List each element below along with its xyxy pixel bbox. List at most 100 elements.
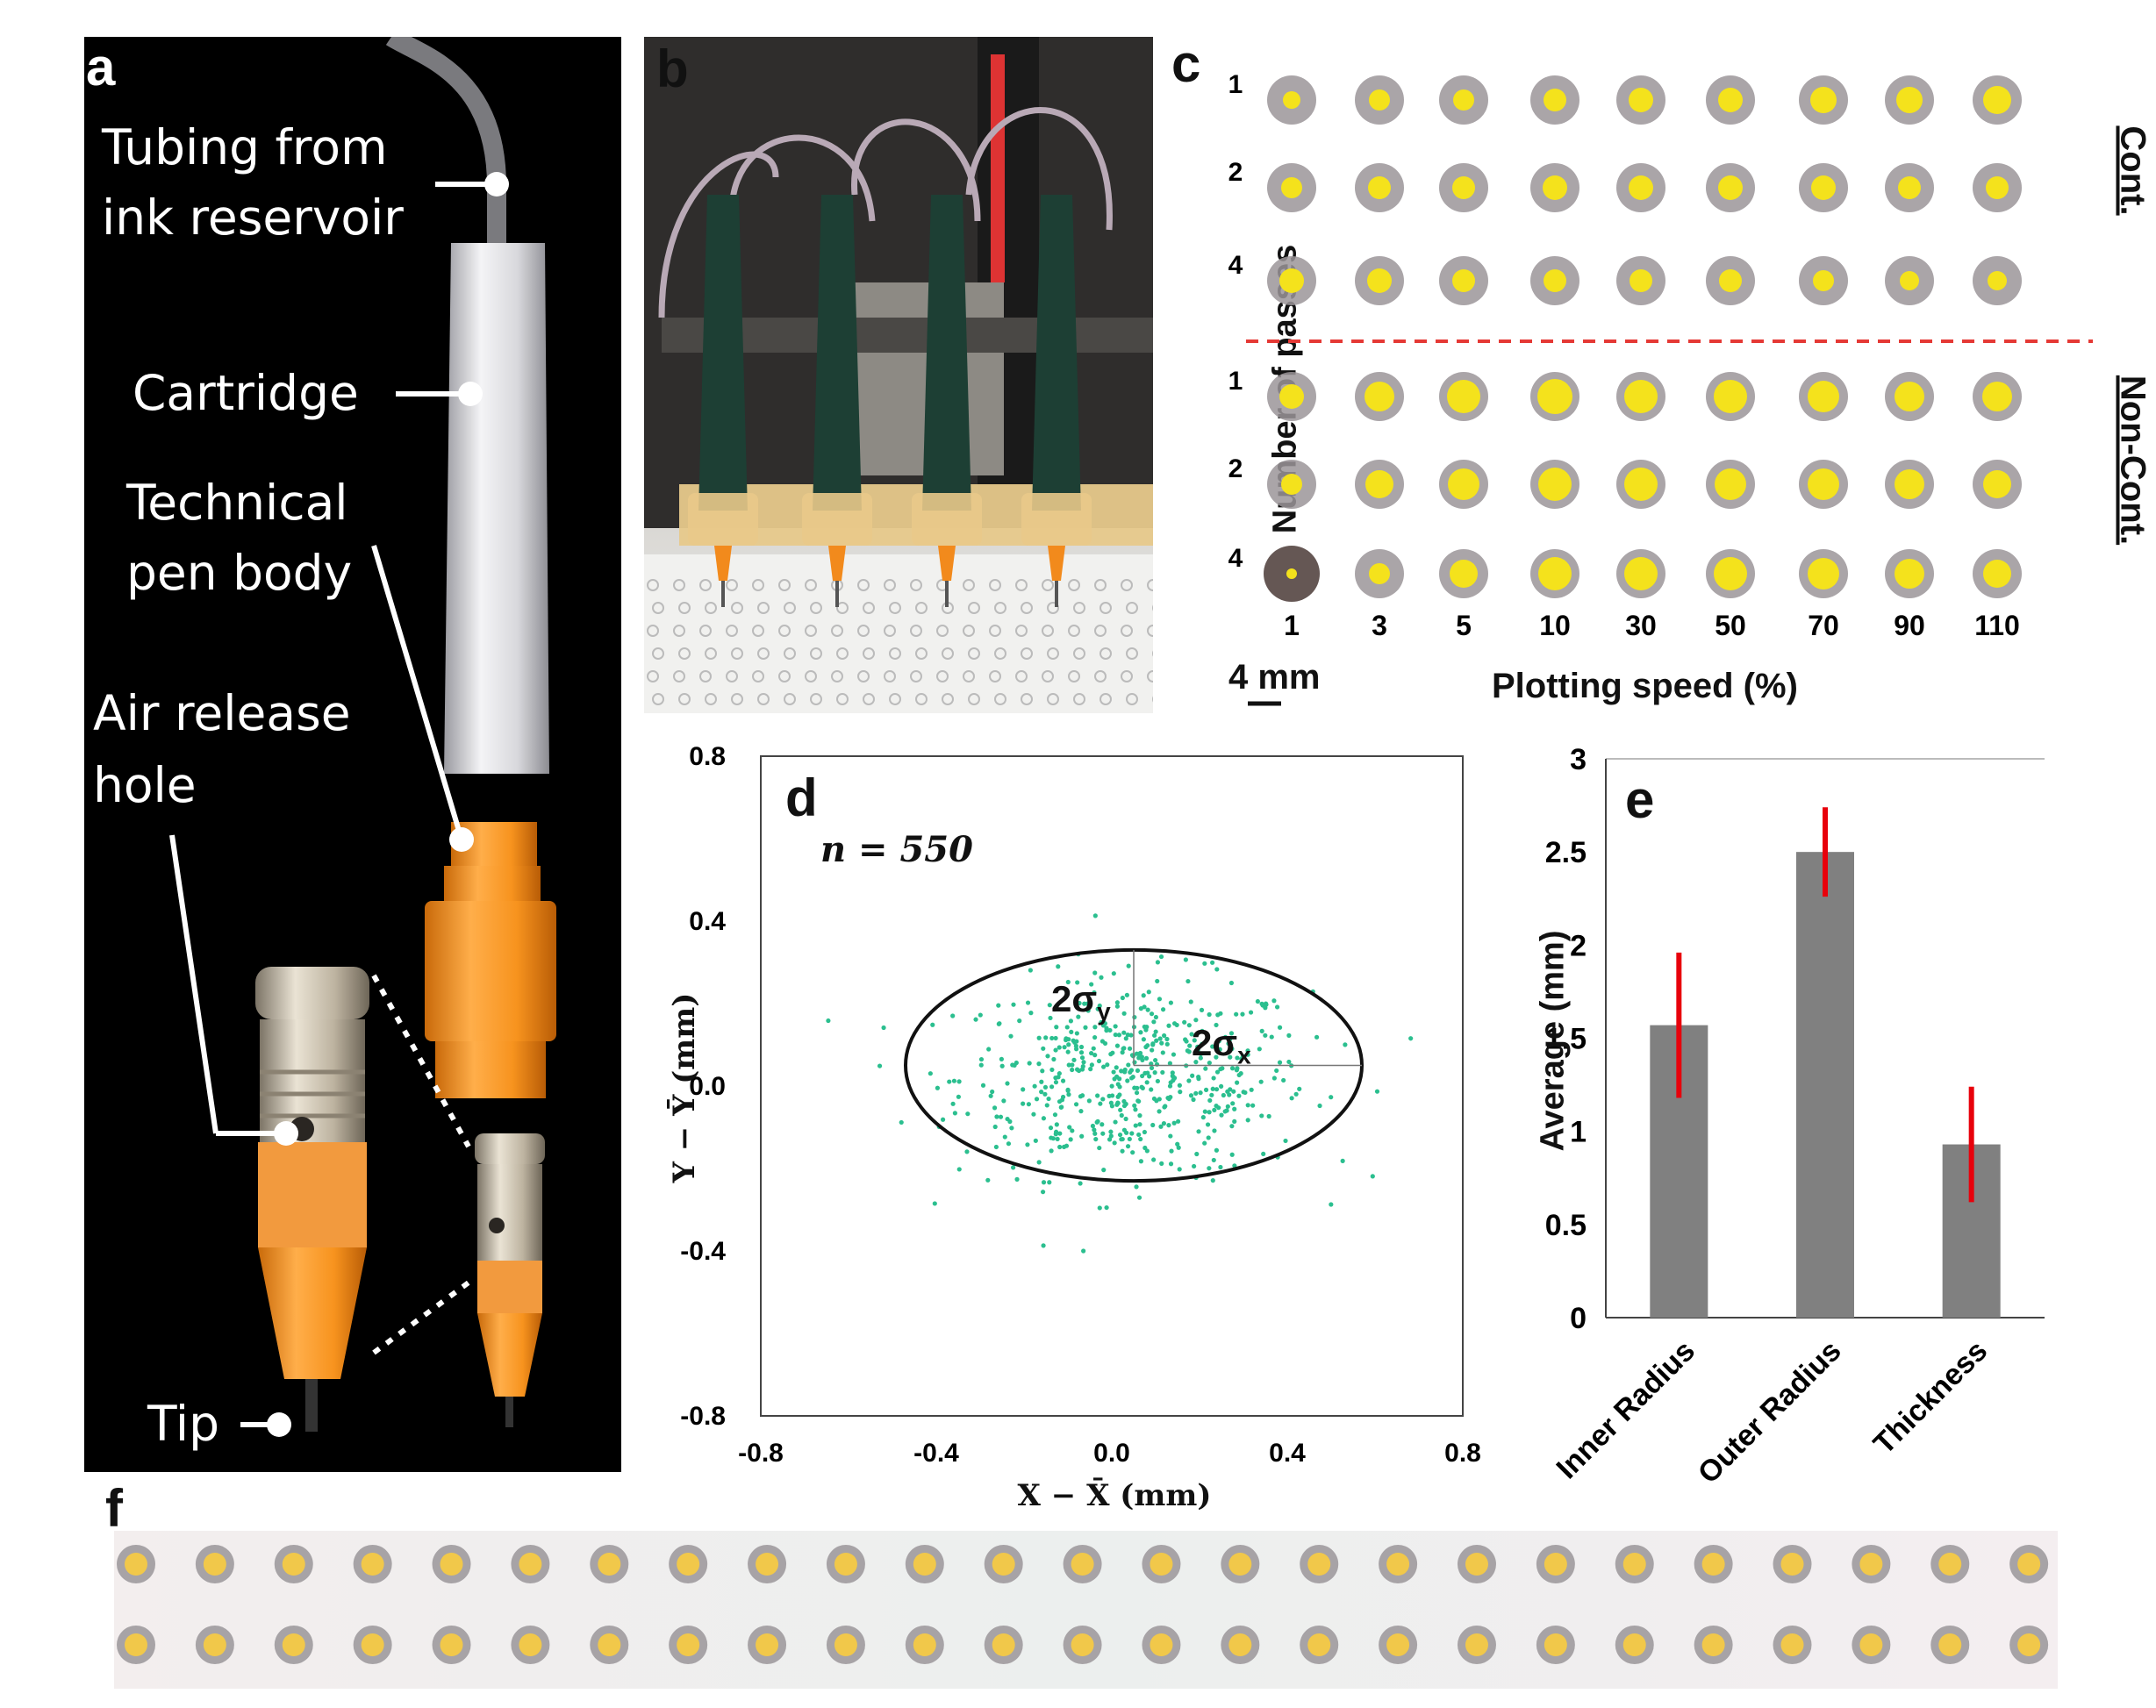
scatter-point xyxy=(1169,1148,1174,1154)
dot-center xyxy=(1386,1553,1410,1576)
scatter-point xyxy=(1057,1045,1062,1050)
scatter-point xyxy=(1121,1046,1126,1052)
scatter-point xyxy=(1160,1050,1165,1055)
scatter-point xyxy=(1001,1098,1006,1104)
paper-dot xyxy=(884,670,896,682)
paper-dot xyxy=(1094,625,1107,637)
scatter-point xyxy=(1277,1060,1283,1065)
plotter-photo-illustration xyxy=(644,37,1153,713)
scatter-point xyxy=(1081,1060,1086,1065)
scatter-point xyxy=(1047,1003,1052,1008)
scatter-point xyxy=(1101,1064,1107,1069)
dot-center xyxy=(1714,380,1747,413)
x-tick-label: 0.0 xyxy=(1093,1439,1130,1468)
scatter-point xyxy=(1052,1112,1058,1118)
dot-center xyxy=(1811,175,1836,200)
x-tick-label: -0.8 xyxy=(738,1439,784,1468)
scatter-point xyxy=(1202,961,1207,966)
pen-barrel xyxy=(698,195,748,511)
scatter-point xyxy=(1066,1062,1071,1068)
scatter-point xyxy=(1071,1057,1077,1062)
dot-center xyxy=(1810,87,1837,113)
dot-center xyxy=(1452,269,1475,292)
panel-f-letter: f xyxy=(105,1479,123,1538)
scatter-point xyxy=(1145,1007,1150,1012)
scatter-point xyxy=(1056,964,1061,969)
scatter-point xyxy=(994,1114,999,1119)
scatter-point xyxy=(1214,967,1220,972)
scatter-point xyxy=(1141,993,1146,998)
scatter-point xyxy=(1095,1093,1100,1098)
scatter-point xyxy=(1232,1106,1237,1111)
scatter-point xyxy=(1229,1066,1236,1071)
scatter-point xyxy=(1136,1195,1142,1200)
paper-dot xyxy=(831,670,843,682)
scatter-point xyxy=(1234,1011,1239,1017)
scatter-point xyxy=(1114,1065,1119,1070)
paper-dot xyxy=(836,647,849,660)
scatter-point xyxy=(1085,1001,1090,1006)
paper-dot xyxy=(1073,647,1085,660)
dot-center xyxy=(1071,1553,1094,1576)
paper-dot xyxy=(1126,693,1138,705)
panel-c-dot-array: c Number of passes Cont. Non-Cont. 12412… xyxy=(1150,34,2152,730)
scatter-point xyxy=(1057,1131,1063,1136)
dot-center xyxy=(1386,1633,1410,1656)
scatter-point xyxy=(1104,1204,1109,1211)
scatter-point xyxy=(1277,1025,1283,1030)
scatter-point xyxy=(1210,1086,1215,1091)
dot-center xyxy=(1983,86,2011,114)
paper-dot xyxy=(942,647,954,660)
scatter-point xyxy=(1092,1053,1098,1058)
scatter-point xyxy=(1079,1067,1085,1072)
scatter-point xyxy=(1186,1078,1192,1083)
scatter-point xyxy=(1034,1097,1040,1102)
dot-center xyxy=(756,1633,779,1656)
dot-center xyxy=(361,1553,384,1576)
scatter-point xyxy=(1040,1190,1046,1195)
scatter-point xyxy=(1370,1174,1375,1179)
scatter-point xyxy=(1227,1037,1233,1042)
bars xyxy=(1650,807,2001,1318)
scatter-point xyxy=(826,1018,831,1024)
dot-center xyxy=(1895,559,1924,589)
scatter-point xyxy=(1221,1092,1226,1098)
panel-a-letter: a xyxy=(86,38,116,96)
scatter-point xyxy=(1119,1137,1124,1142)
scatter-point xyxy=(1196,1129,1201,1134)
scatter-point xyxy=(1089,1050,1094,1056)
dot-center xyxy=(282,1633,305,1656)
noncont-label: Non-Cont. xyxy=(2113,375,2152,546)
scatter-point xyxy=(986,1047,992,1052)
y-tick-label: -0.4 xyxy=(680,1237,726,1266)
scatter-point xyxy=(1097,1205,1102,1211)
scatter-point xyxy=(1240,1011,1245,1017)
scatter-point xyxy=(1155,960,1161,965)
paper-dot xyxy=(757,647,770,660)
scatter-point xyxy=(1120,1050,1125,1055)
scatter-point xyxy=(1111,971,1116,976)
scatter-point xyxy=(1032,1083,1037,1089)
scatter-point xyxy=(1135,1098,1141,1104)
scatter-point xyxy=(1064,1143,1070,1148)
scatter-point xyxy=(1065,1087,1071,1092)
scatter-point xyxy=(997,1021,1002,1026)
paper-dot xyxy=(1021,602,1033,614)
dot-center xyxy=(1544,269,1566,292)
scatter-point xyxy=(1092,913,1098,918)
dot-center xyxy=(913,1553,936,1576)
scatter-point xyxy=(1005,1116,1010,1122)
speed-label: 1 xyxy=(1284,610,1300,641)
scatter-point xyxy=(1043,1035,1049,1040)
paper-dot xyxy=(778,579,791,591)
y-tick-labels: 00.511.522.53 xyxy=(1545,743,1587,1335)
scatter-point xyxy=(1166,1123,1171,1128)
scatter-point xyxy=(1297,1086,1302,1091)
scatter-point xyxy=(1166,1023,1171,1028)
scatter-point xyxy=(1216,1039,1221,1044)
y-tick-label: 0 xyxy=(1570,1302,1587,1335)
scatter-point xyxy=(1091,1046,1096,1051)
scatter-point xyxy=(1219,1112,1224,1118)
